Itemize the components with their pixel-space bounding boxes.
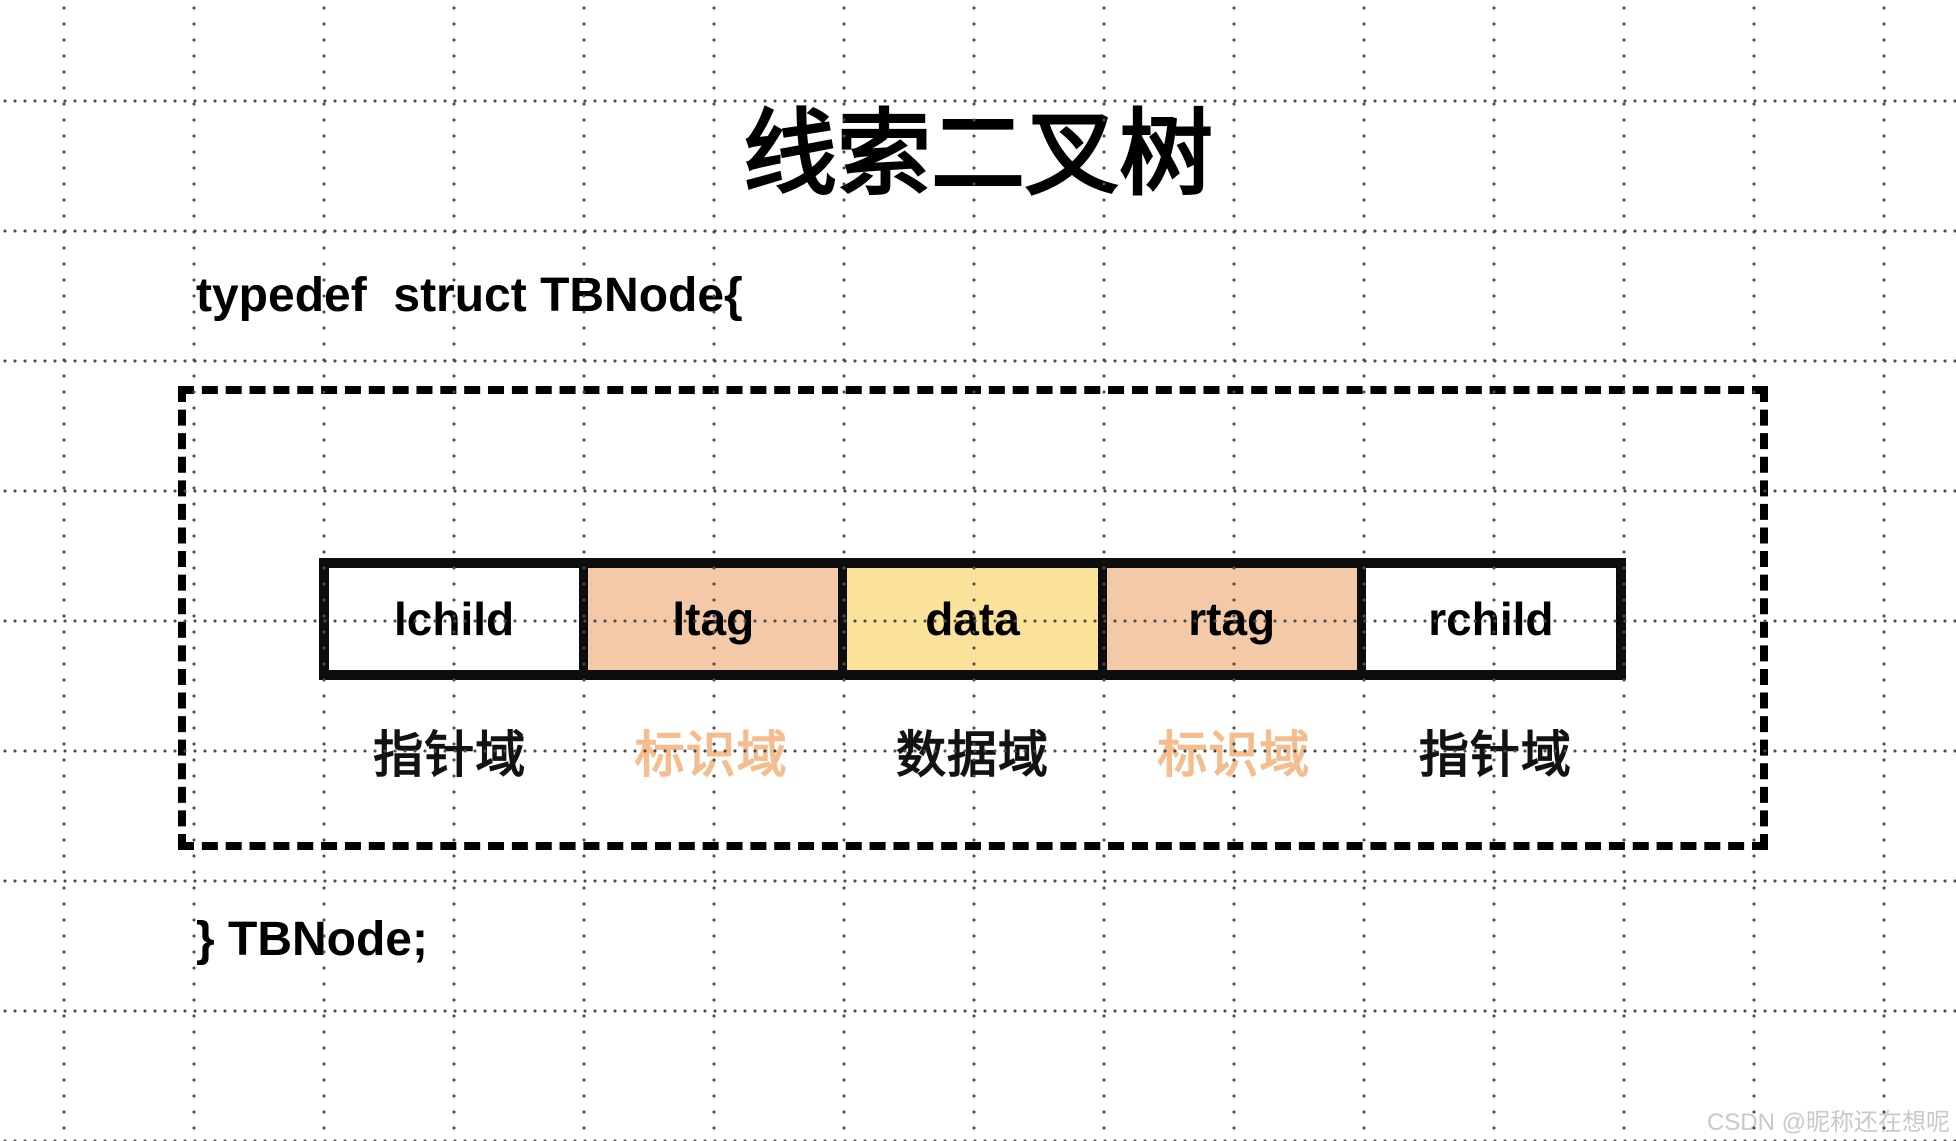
field-name-lchild: lchild (394, 593, 515, 645)
typedef-open-line: typedef struct TBNode{ (196, 269, 743, 322)
category-label-pointer-right: 指针域 (1418, 727, 1572, 783)
field-cell-ltag: ltag (588, 568, 848, 670)
node-fields-row: lchild ltag data rtag rchild (319, 558, 1626, 680)
typedef-close-line: } TBNode; (196, 913, 428, 966)
field-name-data: data (925, 593, 1020, 645)
field-cell-rtag: rtag (1106, 568, 1366, 670)
field-name-rchild: rchild (1428, 593, 1554, 645)
field-category-row: 指针域 标识域 数据域 标识域 指针域 (319, 716, 1626, 786)
category-label-pointer-left: 指针域 (373, 727, 527, 783)
category-label-data: 数据域 (896, 727, 1050, 783)
field-name-ltag: ltag (672, 593, 755, 645)
page-title: 线索二叉树 (742, 101, 1213, 206)
category-label-tag-right: 标识域 (1157, 727, 1311, 783)
field-name-rtag: rtag (1188, 593, 1276, 645)
field-cell-rchild: rchild (1365, 568, 1617, 670)
category-label-tag-left: 标识域 (634, 727, 788, 783)
field-cell-data: data (847, 568, 1107, 670)
field-cell-lchild: lchild (329, 568, 589, 670)
csdn-watermark: CSDN @昵称还在想呢 (1706, 1109, 1950, 1136)
